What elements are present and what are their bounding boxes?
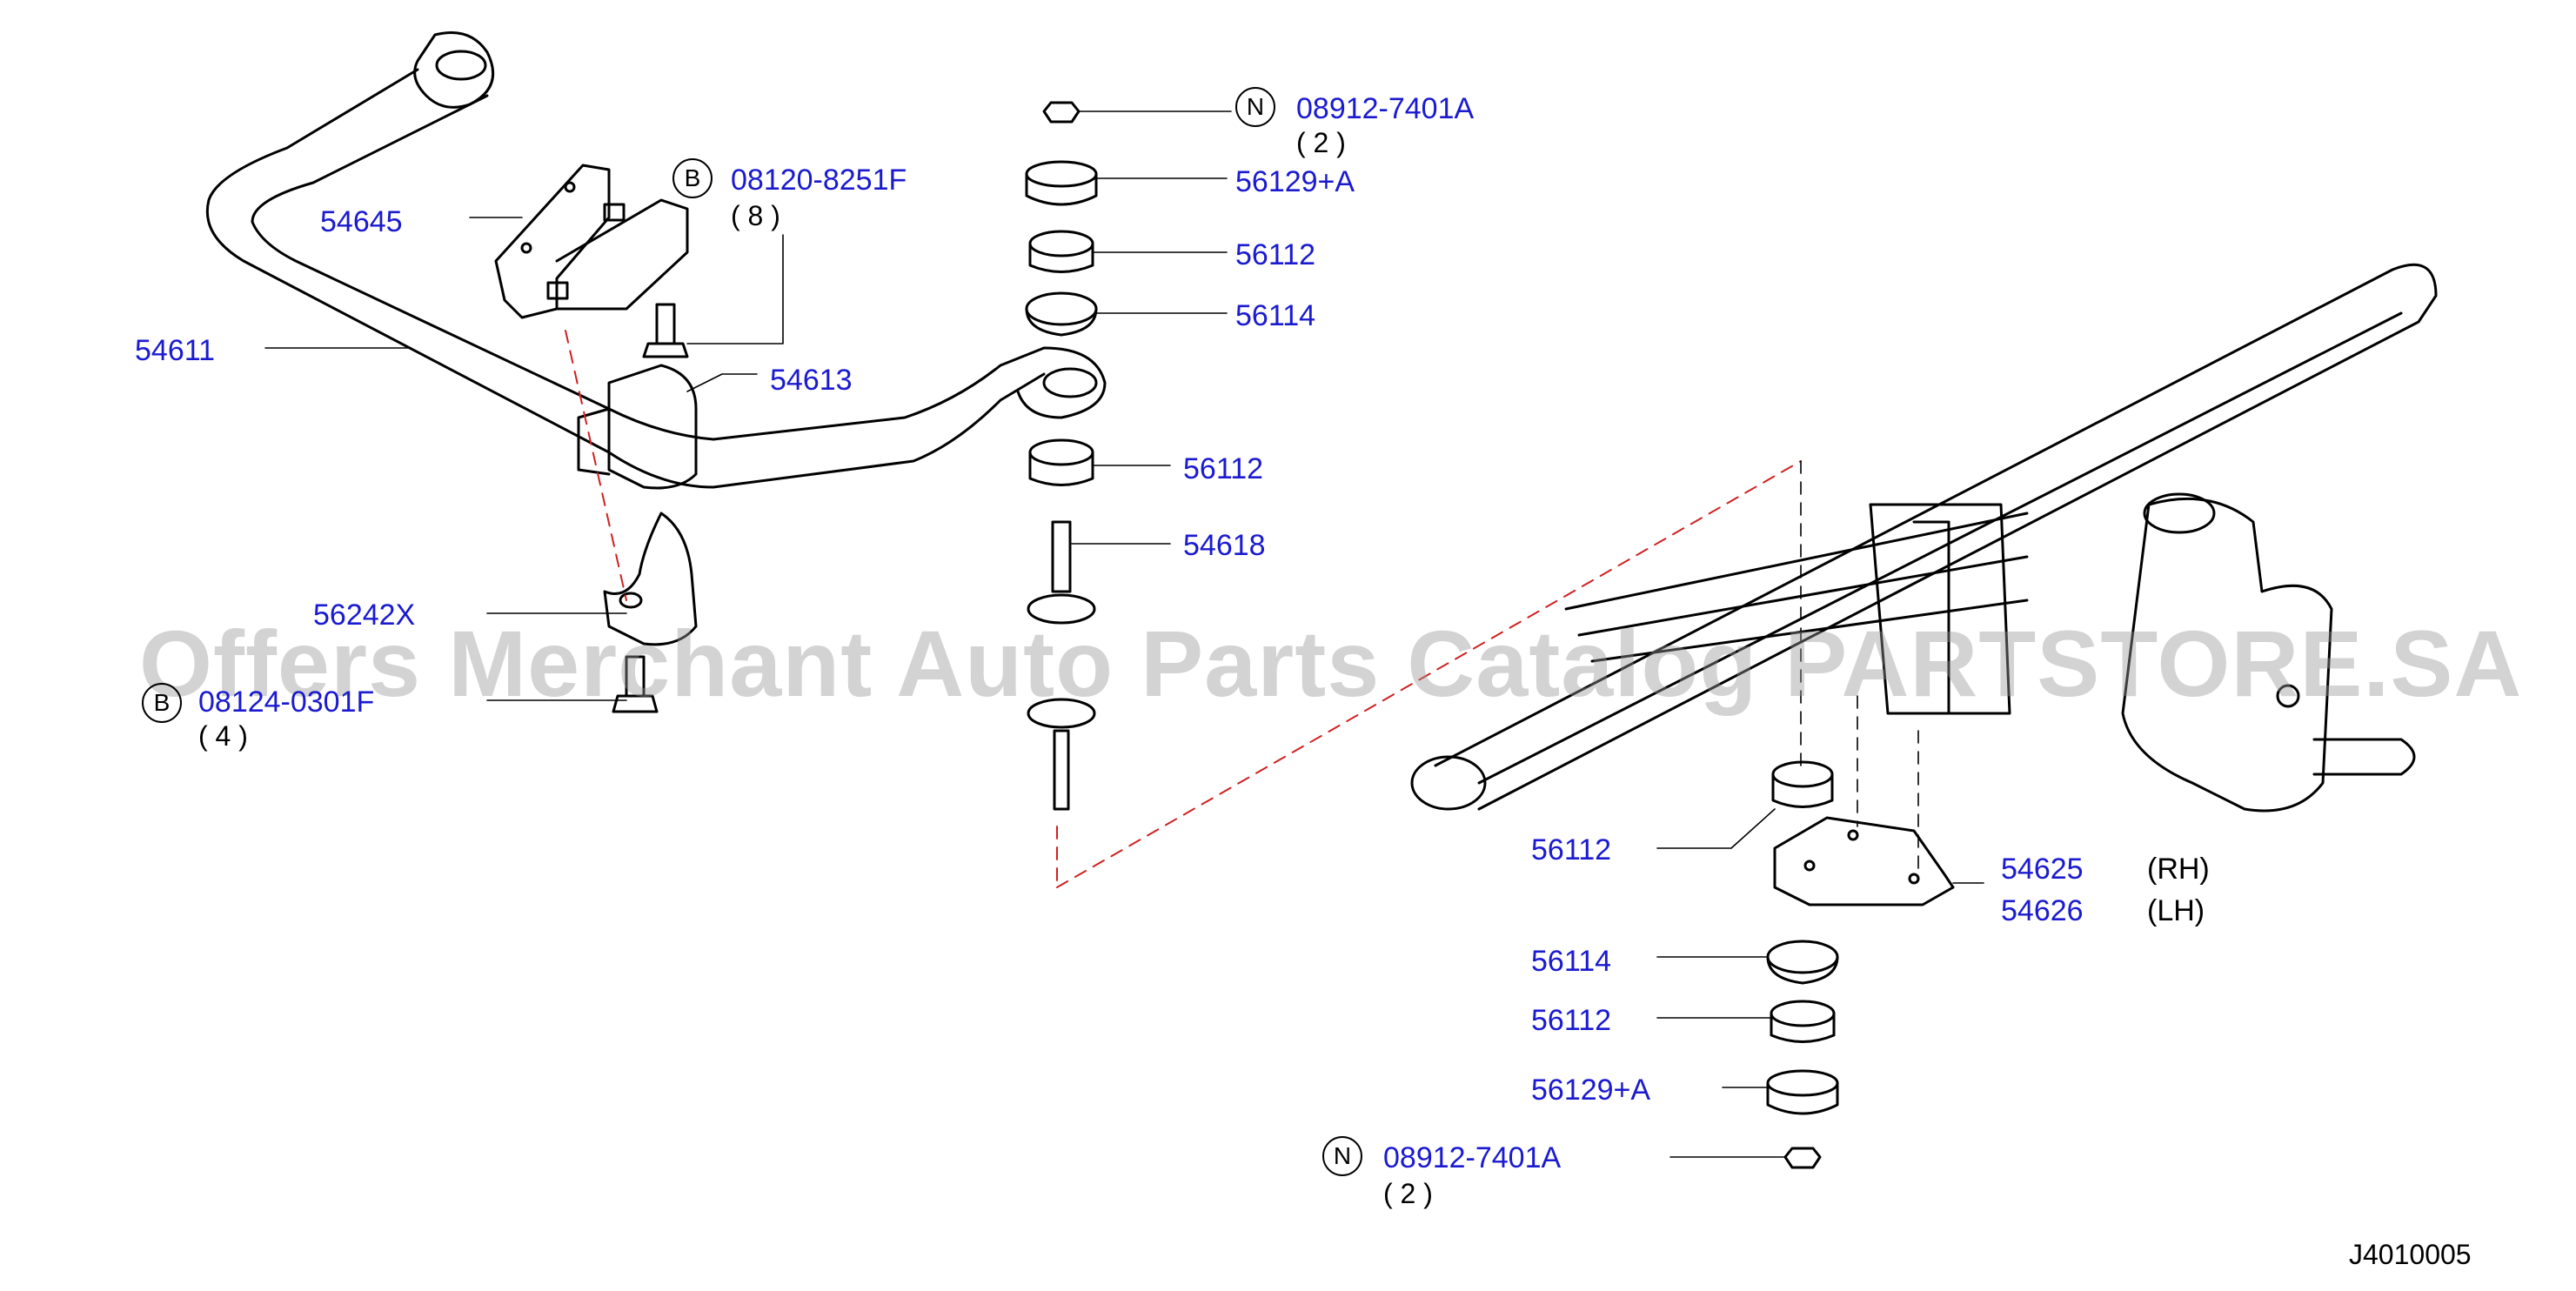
- label-56114-bottom[interactable]: 56114: [1531, 945, 1612, 978]
- label-08912-7401A-top[interactable]: 08912-7401A: [1296, 92, 1475, 125]
- bolt-marker-icon: B: [142, 683, 182, 723]
- side-lh: (LH): [2147, 894, 2205, 927]
- label-56129A-top[interactable]: 56129+A: [1235, 165, 1355, 198]
- label-54645[interactable]: 54645: [320, 205, 403, 238]
- bolt-marker-icon: B: [672, 158, 713, 198]
- lower-clamp: [603, 512, 698, 646]
- spring-bracket-54625: [1773, 816, 1955, 906]
- label-56112-c[interactable]: 56112: [1531, 833, 1612, 866]
- qty-08124: ( 4 ): [198, 720, 248, 752]
- bolt-08124: [612, 655, 659, 713]
- nut-marker-icon: N: [1235, 87, 1275, 127]
- qty-08912-top: ( 2 ): [1296, 127, 1346, 158]
- label-08124-0301F[interactable]: 08124-0301F: [198, 686, 375, 719]
- lower-link-stack: [1766, 760, 1839, 1169]
- nut-marker-icon: N: [1322, 1136, 1362, 1176]
- label-54618[interactable]: 54618: [1183, 529, 1266, 562]
- label-56114-top[interactable]: 56114: [1235, 299, 1316, 332]
- label-56242X[interactable]: 56242X: [313, 599, 416, 632]
- leaf-spring: [1410, 263, 2438, 811]
- steering-knuckle: [2121, 492, 2416, 813]
- top-link-stack: [1025, 101, 1098, 811]
- label-56129A-bottom[interactable]: 56129+A: [1531, 1074, 1651, 1107]
- stabilizer-bar: [205, 31, 1107, 489]
- label-54611[interactable]: 54611: [135, 334, 216, 367]
- label-08912-7401A-bottom[interactable]: 08912-7401A: [1383, 1141, 1562, 1174]
- red-dashed-guides: [565, 330, 1802, 888]
- label-56112-a[interactable]: 56112: [1235, 238, 1316, 271]
- side-rh: (RH): [2147, 853, 2210, 886]
- label-56112-d[interactable]: 56112: [1531, 1004, 1612, 1037]
- label-54625[interactable]: 54625: [2001, 853, 2084, 886]
- qty-08912-bottom: ( 2 ): [1383, 1178, 1433, 1209]
- label-08120-8251F[interactable]: 08120-8251F: [731, 164, 907, 197]
- leader-lines: [264, 110, 1984, 1158]
- bushing-54613: [577, 364, 698, 490]
- bolt-08120: [642, 303, 689, 358]
- diagram-code: J4010005: [2349, 1239, 2472, 1270]
- black-dashed-guides: [1800, 460, 1919, 871]
- qty-08120: ( 8 ): [731, 200, 780, 231]
- bracket-54645: [494, 164, 689, 319]
- label-54626[interactable]: 54626: [2001, 894, 2084, 927]
- label-56112-b[interactable]: 56112: [1183, 452, 1264, 485]
- watermark-text: Offers Merchant Auto Parts Catalog PARTS…: [139, 611, 2523, 716]
- label-54613[interactable]: 54613: [770, 364, 853, 397]
